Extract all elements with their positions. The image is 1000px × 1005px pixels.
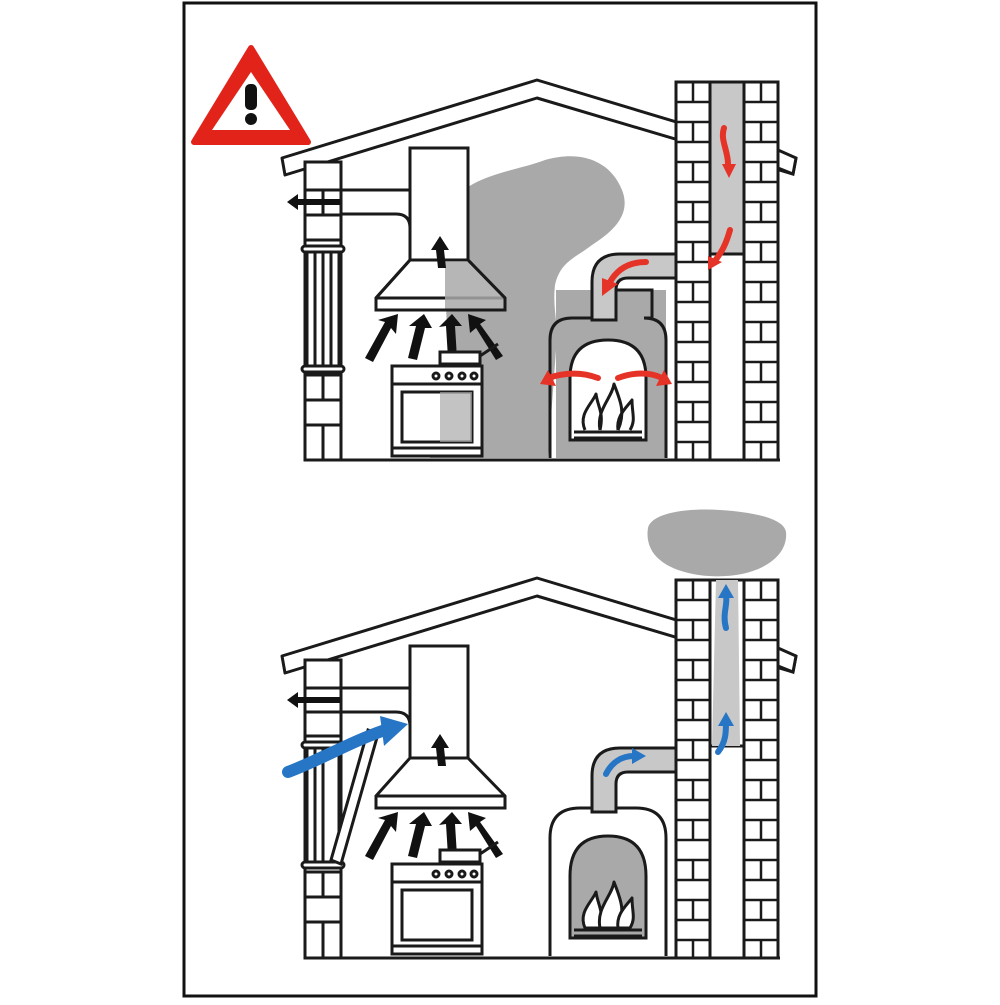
updraft-arrowheads bbox=[632, 584, 734, 764]
hood-suction-arrows bbox=[365, 314, 503, 362]
panel-top bbox=[191, 45, 798, 462]
fireplace bbox=[548, 288, 668, 458]
fire-icon bbox=[574, 382, 642, 440]
duct-up-arrow bbox=[431, 236, 449, 268]
duct-up-arrow-bottom bbox=[431, 734, 449, 766]
panel-bottom bbox=[280, 509, 798, 960]
fire-icon-bottom bbox=[574, 880, 642, 938]
left-brick-wall bbox=[300, 160, 346, 462]
exhaust-out-arrow bbox=[287, 194, 340, 210]
stove-icon-bottom bbox=[390, 840, 499, 956]
chimney-bricks-bottom bbox=[676, 580, 778, 958]
chimney-smoke-column bbox=[712, 580, 740, 746]
fresh-air-arrow bbox=[282, 716, 408, 778]
chimney bbox=[674, 80, 780, 462]
range-hood-icon-bottom bbox=[374, 644, 507, 810]
chimney-smoke-cloud bbox=[647, 509, 787, 577]
left-brick-wall-bottom bbox=[300, 658, 346, 960]
backdraft-arrowheads bbox=[540, 164, 736, 386]
backdraft-arrows bbox=[545, 125, 733, 381]
chimney-bricks-top bbox=[676, 82, 778, 460]
warning-triangle-icon bbox=[191, 45, 311, 145]
hood-suction-arrows-bottom bbox=[365, 812, 503, 860]
exhaust-out-arrow-bottom bbox=[287, 692, 340, 708]
